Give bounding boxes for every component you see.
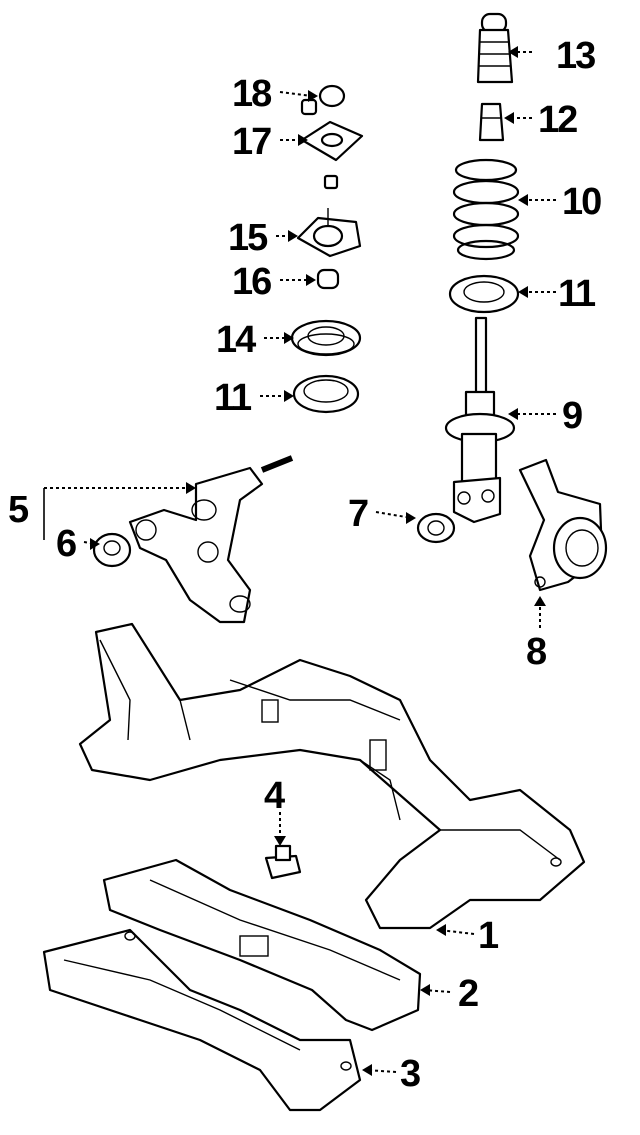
callout-2: 2 xyxy=(458,973,478,1015)
callout-11-right: 11 xyxy=(558,273,596,315)
callout-18: 18 xyxy=(232,73,271,115)
part-6-bushing xyxy=(92,532,132,568)
callout-5: 5 xyxy=(8,489,29,531)
callout-9: 9 xyxy=(562,395,582,437)
part-3-crossmember xyxy=(42,928,362,1112)
callout-15: 15 xyxy=(228,217,268,259)
callout-3: 3 xyxy=(400,1053,420,1095)
callout-14: 14 xyxy=(216,319,256,361)
callout-11-left: 11 xyxy=(214,377,252,419)
part-15-strut-mount xyxy=(296,174,362,258)
part-11-insulator-right xyxy=(448,274,520,314)
callout-4: 4 xyxy=(264,775,285,817)
callout-16: 16 xyxy=(232,261,271,303)
part-13-dust-boot xyxy=(476,12,514,84)
part-16-bushing xyxy=(316,268,340,290)
part-2-crossmember xyxy=(102,858,422,1032)
callout-6: 6 xyxy=(56,523,76,565)
callout-12: 12 xyxy=(538,99,577,141)
part-12-bump-stop xyxy=(478,102,505,142)
part-1-crossmember xyxy=(78,622,586,930)
callout-1: 1 xyxy=(478,915,499,957)
callout-10: 10 xyxy=(562,181,601,223)
part-14-spring-seat xyxy=(290,319,362,357)
part-4-bracket xyxy=(264,844,302,880)
part-11-insulator-left xyxy=(292,374,360,414)
part-10-coil-spring xyxy=(452,158,520,261)
callout-8: 8 xyxy=(526,631,546,673)
part-9-strut-assembly xyxy=(444,316,516,524)
part-5-lower-control-arm xyxy=(128,455,294,624)
callout-13: 13 xyxy=(556,35,595,77)
leader-lines xyxy=(43,46,556,1076)
part-7-bushing xyxy=(416,512,456,544)
callout-7: 7 xyxy=(348,493,368,535)
part-8-steering-knuckle xyxy=(518,458,608,592)
callout-17: 17 xyxy=(232,121,271,163)
part-17-mount-plate xyxy=(300,120,364,162)
